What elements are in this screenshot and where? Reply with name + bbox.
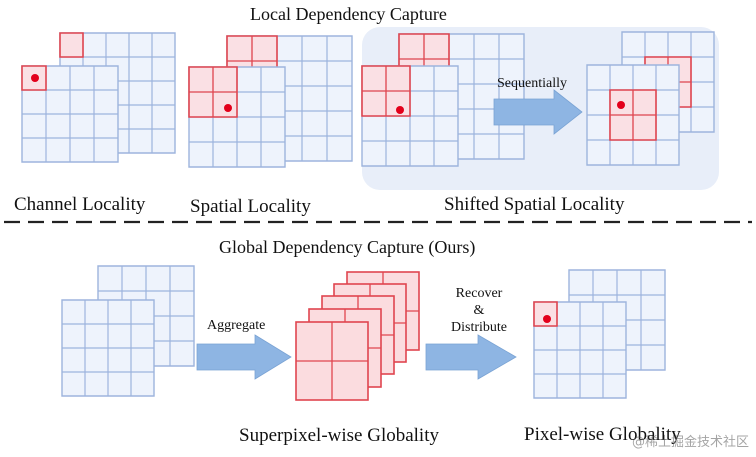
shifted-after-front-dot bbox=[617, 101, 625, 109]
recover-distribute-arrow bbox=[425, 334, 517, 380]
pixel-globality-label: Pixel-wise Globality bbox=[524, 424, 681, 445]
channel-locality-label: Channel Locality bbox=[14, 194, 146, 215]
shifted-spatial-locality-label: Shifted Spatial Locality bbox=[444, 194, 625, 215]
spatial-locality-label: Spatial Locality bbox=[190, 196, 311, 217]
channel-pixel-dot bbox=[31, 74, 39, 82]
distribute-line: Distribute bbox=[451, 320, 507, 335]
watermark: @稀土掘金技术社区 bbox=[632, 435, 750, 450]
local-section-title: Local Dependency Capture bbox=[250, 4, 447, 24]
pixel-output-dot bbox=[543, 315, 551, 323]
recover-line: Recover bbox=[455, 286, 503, 301]
ampersand-line: & bbox=[473, 303, 485, 318]
pixel-output-highlight bbox=[533, 301, 558, 327]
channel-back-highlight bbox=[59, 32, 84, 58]
spatial-front-dot bbox=[224, 104, 232, 112]
shifted-before-dot bbox=[396, 106, 404, 114]
sequentially-label: Sequentially bbox=[497, 76, 567, 91]
aggregate-label: Aggregate bbox=[207, 318, 266, 333]
superpixel-globality-label: Superpixel-wise Globality bbox=[239, 425, 439, 446]
sequentially-arrow bbox=[493, 89, 583, 135]
recover-distribute-label: Recover & Distribute bbox=[440, 285, 518, 336]
aggregate-arrow bbox=[196, 334, 292, 380]
global-section-title: Global Dependency Capture (Ours) bbox=[219, 237, 476, 257]
